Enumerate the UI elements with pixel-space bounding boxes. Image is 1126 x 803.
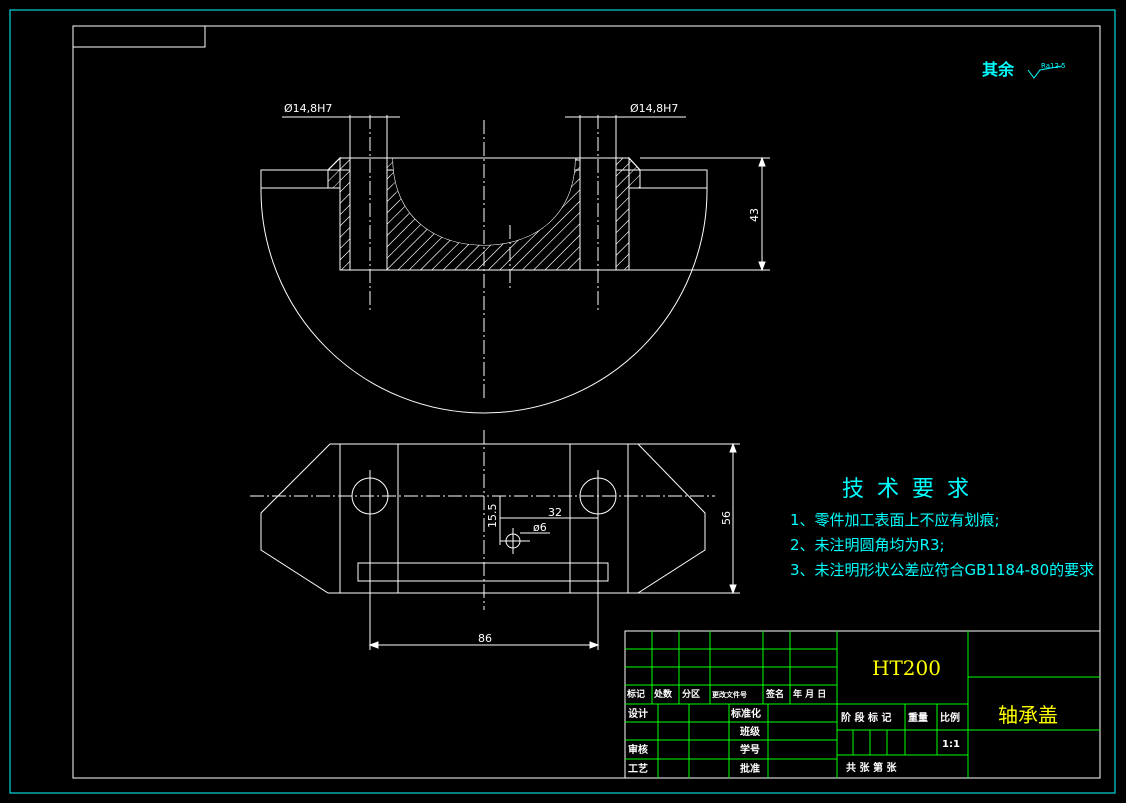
label-stage: 阶 段 标 记 [841, 711, 891, 724]
top-left-box [72, 25, 206, 48]
top-view [260, 115, 708, 414]
drawing-frame [72, 25, 1101, 779]
rev-hdr-1: 处数 [653, 688, 673, 700]
label-check: 审核 [628, 743, 648, 756]
requirement-2: 2、未注明圆角均为R3; [790, 536, 945, 554]
dim-bore-left: Ø14,8H7 [284, 102, 332, 115]
label-weight: 重量 [908, 711, 928, 724]
dim-hole: ø6 [533, 521, 547, 534]
label-process: 工艺 [628, 762, 648, 775]
requirements-title: 技 术 要 求 [842, 477, 972, 502]
surface-note-label: 其余 [982, 60, 1015, 79]
surface-note-value: Ra12.5 [1041, 62, 1066, 70]
title-block-text: HT200 轴承盖 1:1 标记 处数 分区 更改文件号 签名 年 月 日 设计… [626, 656, 1058, 775]
dim-width: 86 [478, 632, 492, 645]
surface-note: 其余 Ra12.5 [982, 60, 1066, 79]
requirement-1: 1、零件加工表面上不应有划痕; [790, 511, 1000, 529]
rev-hdr-0: 标记 [626, 688, 645, 700]
top-dimensions [282, 115, 770, 272]
dim-height-top: 43 [748, 208, 761, 222]
sheet-edge-clip [1115, 10, 1126, 793]
rev-hdr-5: 年 月 日 [793, 688, 826, 700]
label-student-no: 学号 [740, 743, 760, 756]
dim-offset-x: 32 [548, 506, 562, 519]
material: HT200 [872, 656, 941, 680]
label-audit: 班级 [740, 725, 761, 738]
bottom-view [250, 430, 740, 650]
label-approve: 批准 [740, 762, 760, 775]
rev-hdr-3: 更改文件号 [712, 690, 747, 699]
label-sheets: 共 张 第 张 [846, 761, 897, 774]
sheet-border [9, 9, 1116, 794]
dim-offset-y: 15.5 [486, 504, 499, 529]
rev-hdr-4: 签名 [765, 688, 784, 700]
dim-height-bottom: 56 [720, 511, 733, 525]
dim-bore-right: Ø14,8H7 [630, 102, 678, 115]
title-block [624, 630, 1101, 779]
label-design: 设计 [628, 707, 648, 720]
rev-hdr-2: 分区 [682, 688, 700, 700]
label-ratio: 比例 [940, 711, 960, 724]
part-name: 轴承盖 [998, 703, 1058, 727]
roughness-icon [1027, 65, 1063, 79]
label-standardize: 标准化 [730, 707, 761, 720]
requirement-3: 3、未注明形状公差应符合GB1184-80的要求 [790, 561, 1094, 579]
scale: 1:1 [942, 739, 960, 750]
